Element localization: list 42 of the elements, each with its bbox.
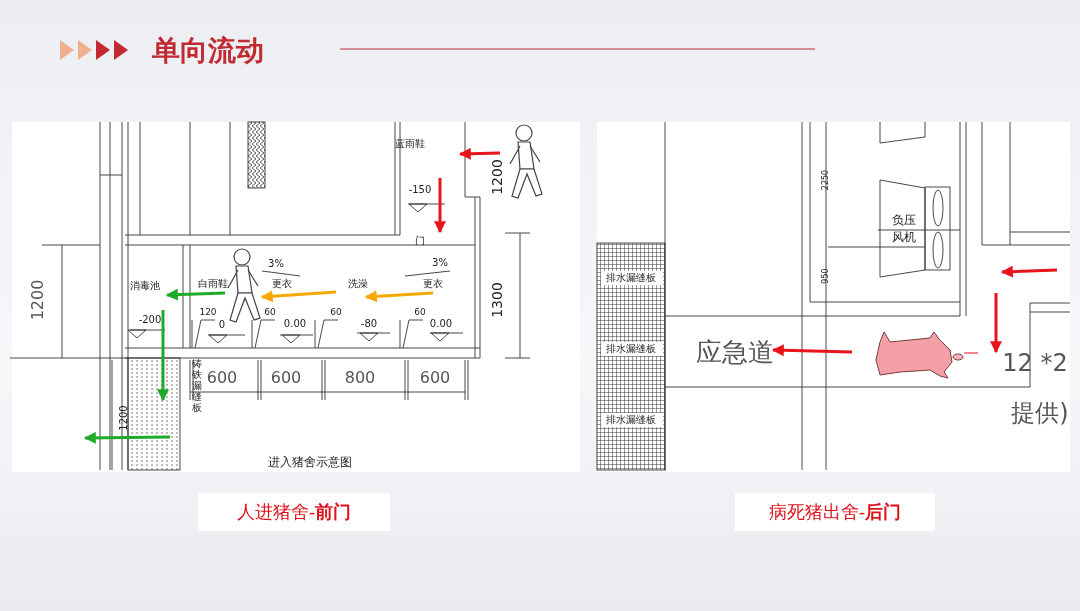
floor-label: 排水漏缝板 [606, 273, 656, 283]
dimension-text: 120 [199, 307, 217, 317]
dimension-text: 60 [414, 307, 426, 317]
dimension-text: 1200 [490, 159, 504, 195]
dimension-text: 600 [270, 370, 302, 386]
dimension-text: 12 *2 [1002, 351, 1068, 375]
elevation-text: 0.00 [283, 319, 307, 329]
room-label: 更衣 [272, 279, 292, 289]
room-label: 洗澡 [348, 279, 368, 289]
caption-text: 病死猪出舍-后门 [768, 500, 902, 524]
elevation-text: -80 [360, 319, 378, 329]
dimension-text: 1200 [30, 279, 46, 321]
room-label: 更衣 [423, 279, 443, 289]
dimension-text: 1200 [119, 405, 129, 431]
drawing-caption: 进入猪舍示意图 [268, 456, 352, 468]
dimension-text: 600 [419, 370, 451, 386]
slope-text: 3% [268, 259, 284, 269]
dimension-text: 60 [264, 307, 276, 317]
room-label: 门 [415, 236, 425, 246]
caption-text: 人进猪舍-前门 [236, 500, 352, 524]
elevation-text: -150 [408, 185, 432, 195]
dimension-text: 2250 [822, 169, 830, 191]
room-label: 消毒池 [130, 281, 160, 291]
floor-label: 排水漏缝板 [606, 415, 656, 425]
slide-title: 单向流动 [152, 33, 264, 69]
dimension-text: 1300 [490, 282, 504, 318]
elevation-text: -200 [138, 315, 162, 325]
dimension-text: 60 [330, 307, 342, 317]
floor-label: 铸铁漏缝板 [192, 357, 202, 413]
room-label: 蓝雨鞋 [395, 139, 425, 149]
room-label: 白雨鞋 [198, 279, 228, 289]
corridor-label: 应急道 [696, 339, 774, 365]
elevation-text: 0 [218, 320, 226, 330]
slope-text: 3% [432, 258, 448, 268]
dimension-text: 950 [822, 268, 830, 284]
elevation-text: 0.00 [429, 319, 453, 329]
note-text: 提供) [1011, 401, 1069, 425]
dimension-text: 600 [206, 370, 238, 386]
floor-label: 排水漏缝板 [606, 344, 656, 354]
equipment-label: 负压 [892, 214, 916, 226]
dimension-text: 800 [344, 370, 376, 386]
equipment-label: 风机 [892, 231, 916, 243]
